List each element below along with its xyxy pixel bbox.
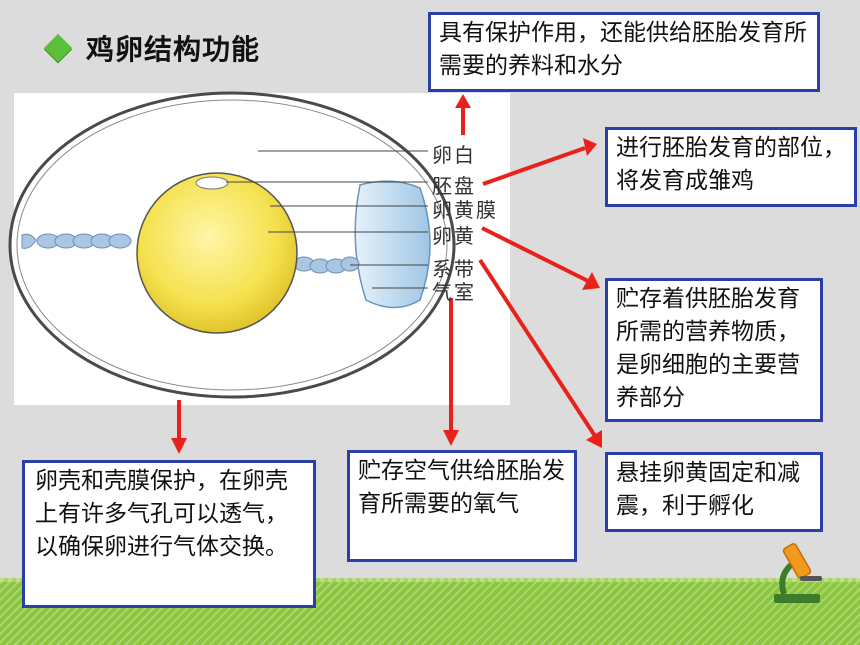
label-vitelline-membrane: 卵黄膜 bbox=[432, 198, 498, 222]
arrow-germinal-disc bbox=[482, 146, 586, 186]
microscope-icon bbox=[774, 543, 822, 603]
box-chalaza-function: 悬挂卵黄固定和减震，利于孵化 bbox=[605, 452, 823, 532]
arrow-chalaza bbox=[478, 258, 597, 438]
chalaza-right bbox=[293, 256, 360, 274]
arrow-yolk bbox=[481, 226, 591, 284]
label-air-cell: 气室 bbox=[432, 280, 476, 304]
grass-footer bbox=[0, 582, 860, 645]
box-air-cell-function: 贮存空气供给胚胎发育所需要的氧气 bbox=[347, 450, 577, 562]
air-cell bbox=[354, 180, 431, 309]
shell-membrane bbox=[16, 99, 448, 391]
yolk bbox=[136, 172, 298, 334]
box-yolk-function: 贮存着供胚胎发育所需的营养物质，是卵细胞的主要营养部分 bbox=[605, 278, 823, 422]
germinal-disc bbox=[195, 176, 229, 190]
label-germinal-disc: 胚盘 bbox=[432, 174, 476, 198]
box-egg-white-function: 具有保护作用，还能供给胚胎发育所需要的养料和水分 bbox=[428, 12, 820, 92]
title-row: 鸡卵结构功能 bbox=[43, 28, 261, 68]
label-egg-white: 卵白 bbox=[432, 143, 476, 167]
label-yolk: 卵黄 bbox=[432, 224, 476, 248]
arrows bbox=[171, 94, 602, 454]
page-title: 鸡卵结构功能 bbox=[86, 33, 261, 66]
label-chalaza: 系带 bbox=[432, 257, 476, 281]
chalaza-left bbox=[21, 233, 132, 249]
box-shell-function: 卵壳和壳膜保护，在卵壳上有许多气孔可以透气，以确保卵进行气体交换。 bbox=[22, 460, 316, 608]
box-germinal-disc-function: 进行胚胎发育的部位，将发育成雏鸡 bbox=[605, 127, 857, 207]
